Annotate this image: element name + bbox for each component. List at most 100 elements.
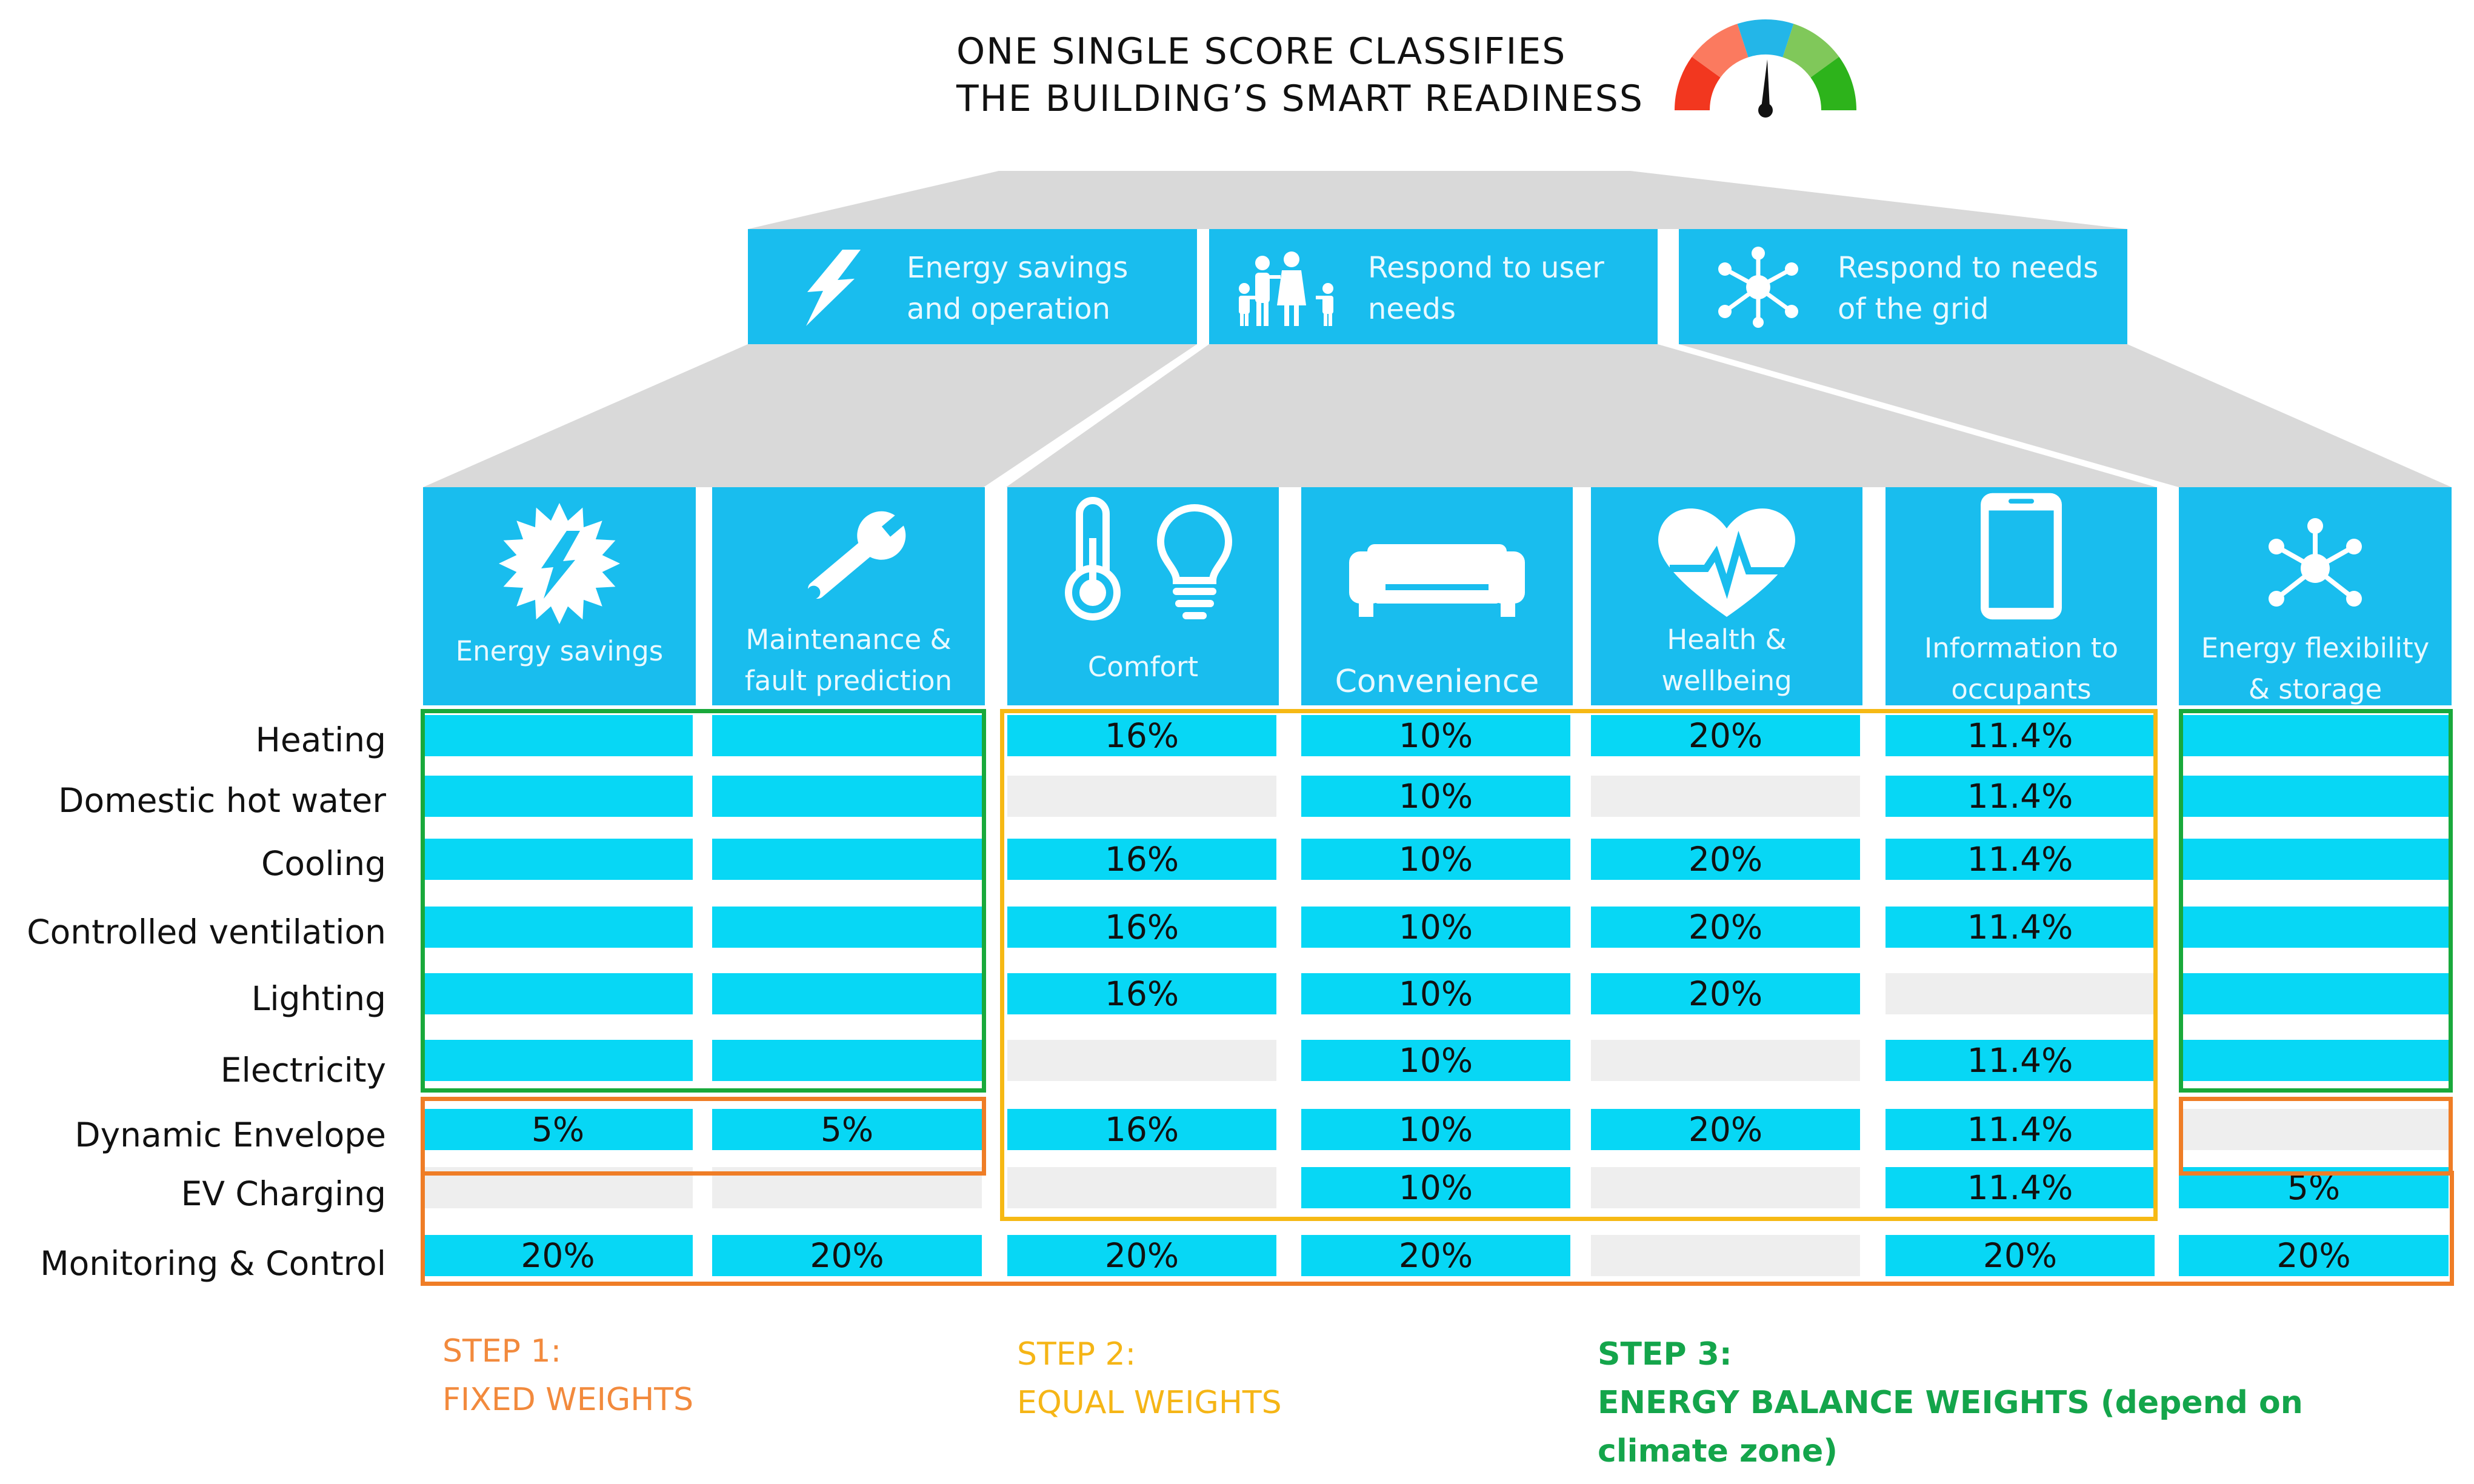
matrix-cell-r6-c4: 20% <box>1591 1109 1860 1150</box>
matrix-cell-r4-c3: 10% <box>1301 973 1570 1014</box>
criterion-label-energy-savings: Energy savings <box>455 635 664 667</box>
domain-label-grid: Respond to needs of the grid <box>1838 251 2099 326</box>
gauge-segment <box>1692 24 1749 78</box>
step2-caption: STEP 2: EQUAL WEIGHTS <box>1017 1330 1282 1427</box>
matrix-cell-r2-c2: 16% <box>1007 839 1276 880</box>
matrix-cell-r2-c4: 20% <box>1591 839 1860 880</box>
matrix-cell-r1-c6 <box>2179 776 2449 817</box>
matrix-cell-r8-c2: 20% <box>1007 1235 1276 1276</box>
matrix-cell-r5-c3: 10% <box>1301 1040 1570 1081</box>
gauge-segment <box>1675 56 1721 110</box>
matrix-cell-r4-c4: 20% <box>1591 973 1860 1014</box>
criterion-label-flexibility-text: Energy flexibility & storage <box>2201 632 2430 705</box>
wrench-icon <box>807 511 909 599</box>
criterion-tile-health: Health & wellbeing <box>1591 487 1862 705</box>
matrix-cell-r4-c2: 16% <box>1007 973 1276 1014</box>
domain-tile-energy: Energy savings and operation <box>748 229 1197 344</box>
smartphone-icon <box>1981 493 2062 620</box>
domain-label-user: Respond to user needs <box>1368 251 1604 326</box>
matrix-cell-r5-c6 <box>2179 1040 2449 1081</box>
matrix-cell-r3-c4: 20% <box>1591 907 1860 948</box>
matrix-cell-r8-c4 <box>1591 1235 1860 1276</box>
criterion-label-health: Health & wellbeing <box>1595 619 1859 702</box>
matrix-cell-r7-c1 <box>712 1167 982 1208</box>
matrix-cell-r0-c2: 16% <box>1007 715 1276 756</box>
row-label-electricity: Electricity <box>220 1051 386 1090</box>
criterion-label-maintenance-text: Maintenance & fault prediction <box>744 624 953 697</box>
step3-subtitle: ENERGY BALANCE WEIGHTS (depend on climat… <box>1598 1385 2303 1469</box>
matrix-cell-r7-c4 <box>1591 1167 1860 1208</box>
matrix-cell-r3-c6 <box>2179 907 2449 948</box>
matrix-cell-r0-c5: 11.4% <box>1886 715 2155 756</box>
matrix-cell-r1-c1 <box>712 776 982 817</box>
heart-pulse-icon <box>1658 508 1795 617</box>
matrix-cell-r0-c4: 20% <box>1591 715 1860 756</box>
step3-caption: STEP 3: ENERGY BALANCE WEIGHTS (depend o… <box>1598 1330 2434 1476</box>
matrix-cell-r2-c6 <box>2179 839 2449 880</box>
matrix-cell-r6-c5: 11.4% <box>1886 1109 2155 1150</box>
criterion-tile-maintenance: Maintenance & fault prediction <box>712 487 985 705</box>
criterion-label-maintenance: Maintenance & fault prediction <box>716 619 981 702</box>
matrix-cell-r2-c3: 10% <box>1301 839 1570 880</box>
gauge-pivot <box>1758 103 1773 118</box>
row-label-cooling: Cooling <box>261 844 386 883</box>
domain-label-energy: Energy savings and operation <box>907 251 1129 326</box>
step3-title: STEP 3: <box>1598 1336 1732 1373</box>
step2-subtitle: EQUAL WEIGHTS <box>1017 1385 1282 1421</box>
domain-tile-grid: Respond to needs of the grid <box>1679 229 2127 344</box>
energy-burst-icon <box>499 503 620 624</box>
matrix-cell-r4-c1 <box>712 973 982 1014</box>
gauge-segment <box>1737 19 1794 58</box>
matrix-cell-r5-c5: 11.4% <box>1886 1040 2155 1081</box>
criterion-label-convenience: Convenience <box>1335 664 1539 700</box>
matrix-cell-r6-c6 <box>2179 1109 2449 1150</box>
matrix-cell-r5-c1 <box>712 1040 982 1081</box>
gauge-needle <box>1761 59 1770 108</box>
matrix-cell-r0-c1 <box>712 715 982 756</box>
domain-tile-user: Respond to user needs <box>1209 229 1658 344</box>
connector-energy <box>423 344 1197 487</box>
matrix-cell-r1-c2 <box>1007 776 1276 817</box>
row-label-dynamic-envelope: Dynamic Envelope <box>75 1116 386 1154</box>
matrix-cell-r4-c0 <box>423 973 693 1014</box>
row-label-heating: Heating <box>255 720 386 759</box>
matrix-cell-r7-c2 <box>1007 1167 1276 1208</box>
criterion-tile-information: Information to occupants <box>1886 487 2157 705</box>
row-label-controlled-ventilation: Controlled ventilation <box>27 913 386 951</box>
gauge-segment <box>1810 56 1856 110</box>
matrix-cell-r5-c0 <box>423 1040 693 1081</box>
matrix-cell-r8-c5: 20% <box>1886 1235 2155 1276</box>
connector-grid <box>1679 344 2452 487</box>
matrix-cell-r2-c1 <box>712 839 982 880</box>
matrix-cell-r1-c3: 10% <box>1301 776 1570 817</box>
matrix-cell-r1-c5: 11.4% <box>1886 776 2155 817</box>
connector-user <box>1006 344 2156 487</box>
matrix-cell-r5-c4 <box>1591 1040 1860 1081</box>
gauge-segment <box>1782 24 1839 78</box>
matrix-cell-r6-c0: 5% <box>423 1109 693 1150</box>
grid-network-icon <box>2269 518 2362 607</box>
matrix-cell-r2-c5: 11.4% <box>1886 839 2155 880</box>
criterion-label-flexibility: Energy flexibility & storage <box>2182 628 2448 710</box>
matrix-cell-r1-c0 <box>423 776 693 817</box>
matrix-cell-r3-c5: 11.4% <box>1886 907 2155 948</box>
matrix-cell-r0-c6 <box>2179 715 2449 756</box>
matrix-cell-r3-c0 <box>423 907 693 948</box>
matrix-cell-r3-c3: 10% <box>1301 907 1570 948</box>
connector-top <box>748 171 2127 229</box>
criterion-tile-flexibility: Energy flexibility & storage <box>2179 487 2452 705</box>
matrix-cell-r6-c1: 5% <box>712 1109 982 1150</box>
lightning-icon <box>806 250 861 326</box>
row-label-domestic-hot-water: Domestic hot water <box>58 781 386 820</box>
matrix-cell-r1-c4 <box>1591 776 1860 817</box>
matrix-cell-r0-c3: 10% <box>1301 715 1570 756</box>
headline-line-1: ONE SINGLE SCORE CLASSIFIES <box>956 30 1567 73</box>
grid-network-icon <box>1718 247 1798 328</box>
matrix-cell-r3-c2: 16% <box>1007 907 1276 948</box>
thermometer-bulb-icon <box>1065 497 1233 621</box>
row-label-ev-charging: EV Charging <box>181 1174 386 1213</box>
criterion-tile-convenience: Convenience <box>1301 487 1573 705</box>
criterion-label-information: Information to occupants <box>1889 628 2153 710</box>
